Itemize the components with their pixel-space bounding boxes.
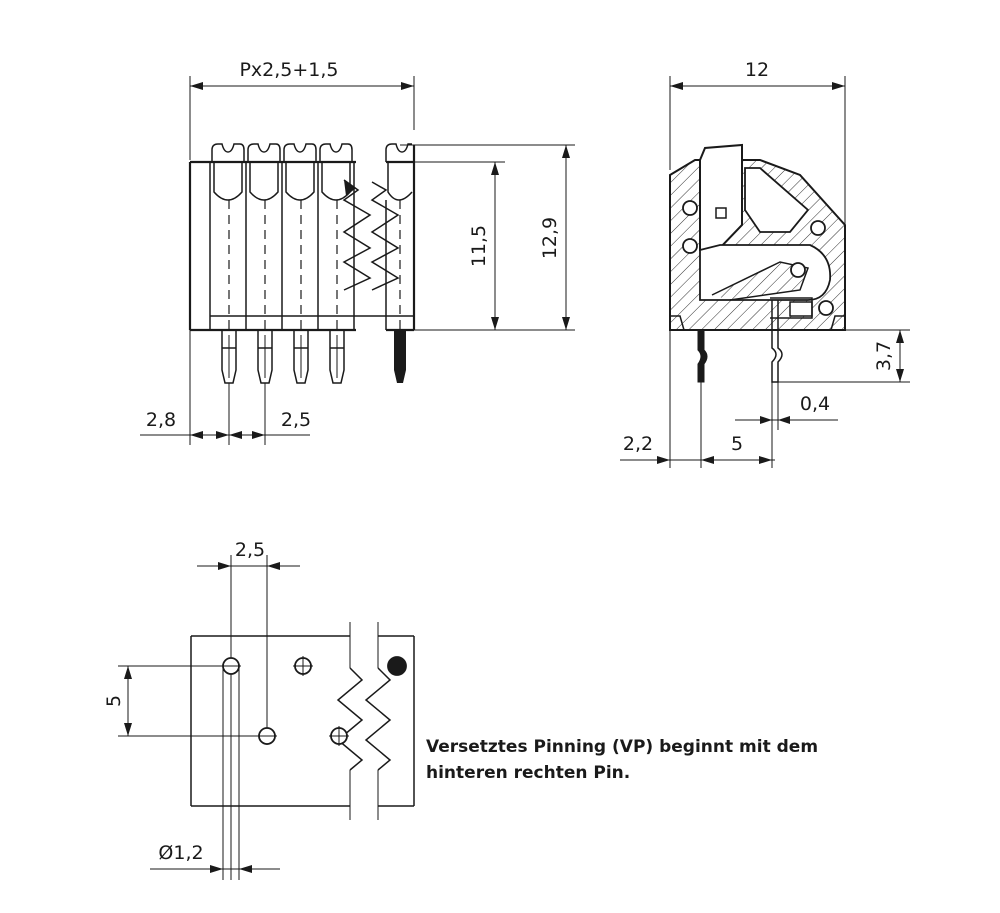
front-pitch-label: 2,5 (281, 409, 311, 431)
side-bottom-dimensions: 2,2 5 (620, 330, 775, 468)
front-break-lines (342, 179, 400, 291)
note-line-1: Versetztes Pinning (VP) beginnt mit dem (426, 737, 818, 757)
front-width-label: Px2,5+1,5 (239, 59, 338, 81)
side-pin-thickness-dimension: 0,4 (735, 382, 838, 430)
front-view: Px2,5+1,5 (140, 59, 575, 445)
footprint-pitch-label: 2,5 (235, 539, 265, 561)
footprint-holes (221, 656, 407, 746)
front-height-dimensions: 11,5 12,9 (400, 144, 575, 331)
front-edge-label: 2,8 (146, 409, 176, 431)
footprint-view: 2,5 (103, 539, 415, 880)
footprint-row-label: 5 (103, 695, 125, 707)
footprint-hole-label: Ø1,2 (158, 842, 203, 864)
front-terminal-caps (211, 143, 413, 201)
side-edge-label: 2,2 (623, 433, 653, 455)
side-pin-length-dimension: 3,7 (778, 329, 910, 383)
front-height-total-label: 12,9 (539, 217, 561, 259)
side-width-label: 12 (745, 59, 769, 81)
front-width-dimension: Px2,5+1,5 (189, 59, 415, 160)
hole-start-filled (387, 656, 407, 676)
front-height-inner-label: 11,5 (468, 225, 490, 267)
front-body (188, 145, 416, 332)
footprint-pitch-dimension: 2,5 (197, 539, 300, 880)
side-pin-spacing-label: 5 (731, 433, 743, 455)
front-bottom-dimensions: 2,8 2,5 (140, 330, 311, 445)
side-pin-length-label: 3,7 (873, 341, 895, 371)
front-terminal-walls (210, 162, 414, 330)
footprint-hole-dimension: Ø1,2 (150, 666, 280, 880)
footprint-break-lines (336, 622, 392, 820)
side-body (669, 143, 846, 331)
side-view: 12 (620, 59, 910, 468)
side-pin-thickness-label: 0,4 (800, 393, 830, 415)
side-width-dimension: 12 (669, 59, 846, 225)
footprint-board (190, 635, 415, 807)
footprint-row-dimension: 5 (103, 665, 267, 737)
side-pins (697, 300, 783, 383)
front-pins (221, 330, 406, 384)
pinning-note: Versetztes Pinning (VP) beginnt mit dem … (426, 737, 818, 783)
note-line-2: hinteren rechten Pin. (426, 763, 630, 783)
